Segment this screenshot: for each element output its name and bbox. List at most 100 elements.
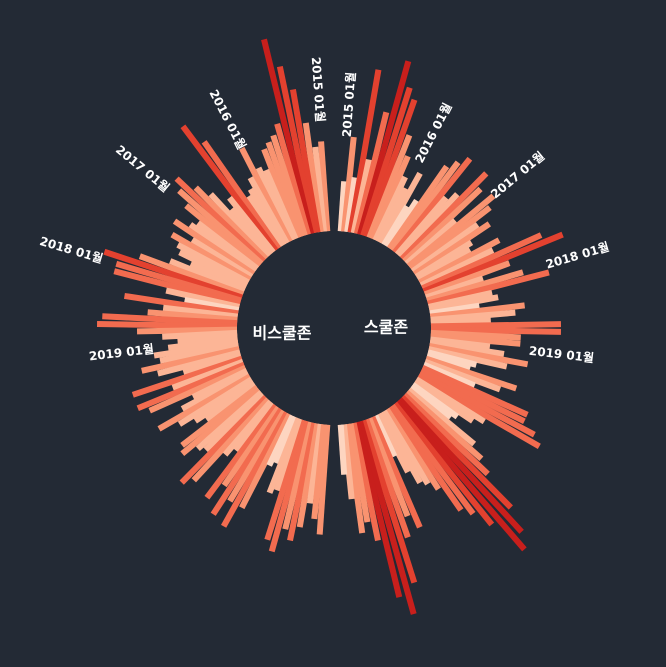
bar bbox=[427, 269, 550, 307]
bar bbox=[265, 141, 305, 238]
bar bbox=[274, 122, 311, 236]
bar bbox=[169, 258, 246, 295]
bar bbox=[193, 379, 256, 424]
bar bbox=[416, 373, 541, 449]
bar bbox=[430, 326, 562, 335]
bar bbox=[410, 382, 460, 420]
bar bbox=[318, 141, 331, 232]
bar bbox=[96, 321, 238, 330]
date-label: 2018 01월 bbox=[38, 233, 105, 266]
bar bbox=[399, 395, 513, 510]
bar bbox=[372, 414, 398, 458]
bar bbox=[273, 415, 299, 465]
bar bbox=[416, 246, 472, 283]
bar bbox=[430, 329, 521, 341]
date-label: 2016 01월 bbox=[206, 87, 249, 152]
bar bbox=[421, 232, 543, 292]
date-label: 2016 01월 bbox=[412, 100, 455, 165]
bar bbox=[208, 192, 271, 259]
bar bbox=[397, 397, 524, 534]
bar bbox=[180, 124, 279, 253]
bar bbox=[430, 317, 491, 327]
bar bbox=[270, 134, 308, 237]
bar bbox=[115, 260, 242, 304]
bar bbox=[229, 207, 274, 257]
bar bbox=[196, 220, 260, 272]
bar bbox=[180, 370, 250, 412]
bar bbox=[276, 65, 318, 234]
bar bbox=[141, 346, 240, 374]
bar bbox=[353, 111, 390, 235]
bar bbox=[427, 349, 478, 368]
bar bbox=[174, 176, 266, 264]
bar bbox=[191, 367, 249, 400]
bar bbox=[136, 326, 238, 335]
bar bbox=[353, 421, 403, 598]
bar bbox=[195, 390, 264, 451]
bar bbox=[375, 186, 409, 244]
bar bbox=[402, 186, 483, 264]
panel-name: 비스쿨존 bbox=[253, 324, 312, 343]
bar bbox=[147, 309, 238, 323]
bar bbox=[176, 242, 250, 286]
bar bbox=[171, 358, 245, 391]
bar bbox=[148, 364, 247, 414]
bar bbox=[266, 414, 296, 467]
bar bbox=[402, 392, 490, 477]
date-label: 2019 01월 bbox=[88, 341, 155, 364]
bar bbox=[263, 168, 299, 241]
bar bbox=[153, 339, 239, 359]
bar bbox=[429, 336, 491, 350]
bar bbox=[423, 260, 511, 298]
bar bbox=[177, 333, 238, 345]
bar bbox=[340, 136, 357, 232]
bar bbox=[418, 370, 536, 438]
bar bbox=[221, 405, 281, 488]
bar bbox=[184, 203, 262, 269]
bar bbox=[337, 181, 348, 232]
bar bbox=[350, 422, 381, 542]
bar bbox=[410, 222, 480, 274]
bar bbox=[296, 423, 321, 528]
bar bbox=[428, 342, 529, 368]
bar bbox=[239, 146, 293, 244]
bar bbox=[268, 420, 311, 553]
bar bbox=[180, 384, 260, 448]
bar bbox=[157, 373, 252, 432]
bar bbox=[404, 218, 458, 266]
bar bbox=[311, 424, 328, 520]
bar bbox=[384, 198, 420, 249]
bar bbox=[227, 195, 276, 255]
bar bbox=[360, 86, 413, 237]
bar bbox=[430, 333, 521, 347]
bar bbox=[172, 218, 256, 277]
bar bbox=[421, 364, 529, 418]
bar bbox=[162, 329, 238, 340]
bar bbox=[184, 297, 240, 314]
bar bbox=[392, 401, 495, 527]
bar bbox=[419, 247, 495, 289]
bar bbox=[394, 195, 449, 257]
bar bbox=[378, 171, 423, 245]
bar bbox=[138, 253, 245, 298]
bar bbox=[412, 379, 475, 424]
bar bbox=[429, 302, 526, 320]
bar bbox=[157, 349, 241, 377]
bar bbox=[190, 237, 254, 280]
bar bbox=[414, 239, 474, 280]
bar bbox=[159, 342, 240, 364]
bar bbox=[366, 134, 413, 239]
date-label: 2015 01월 bbox=[309, 56, 328, 122]
date-label: 2017 01월 bbox=[113, 142, 173, 195]
bar bbox=[369, 415, 423, 529]
bar bbox=[425, 275, 484, 301]
bar bbox=[266, 417, 302, 494]
bar bbox=[428, 294, 499, 314]
bar bbox=[397, 192, 460, 259]
bar bbox=[430, 321, 562, 330]
bar bbox=[306, 423, 324, 504]
bar bbox=[347, 69, 382, 233]
